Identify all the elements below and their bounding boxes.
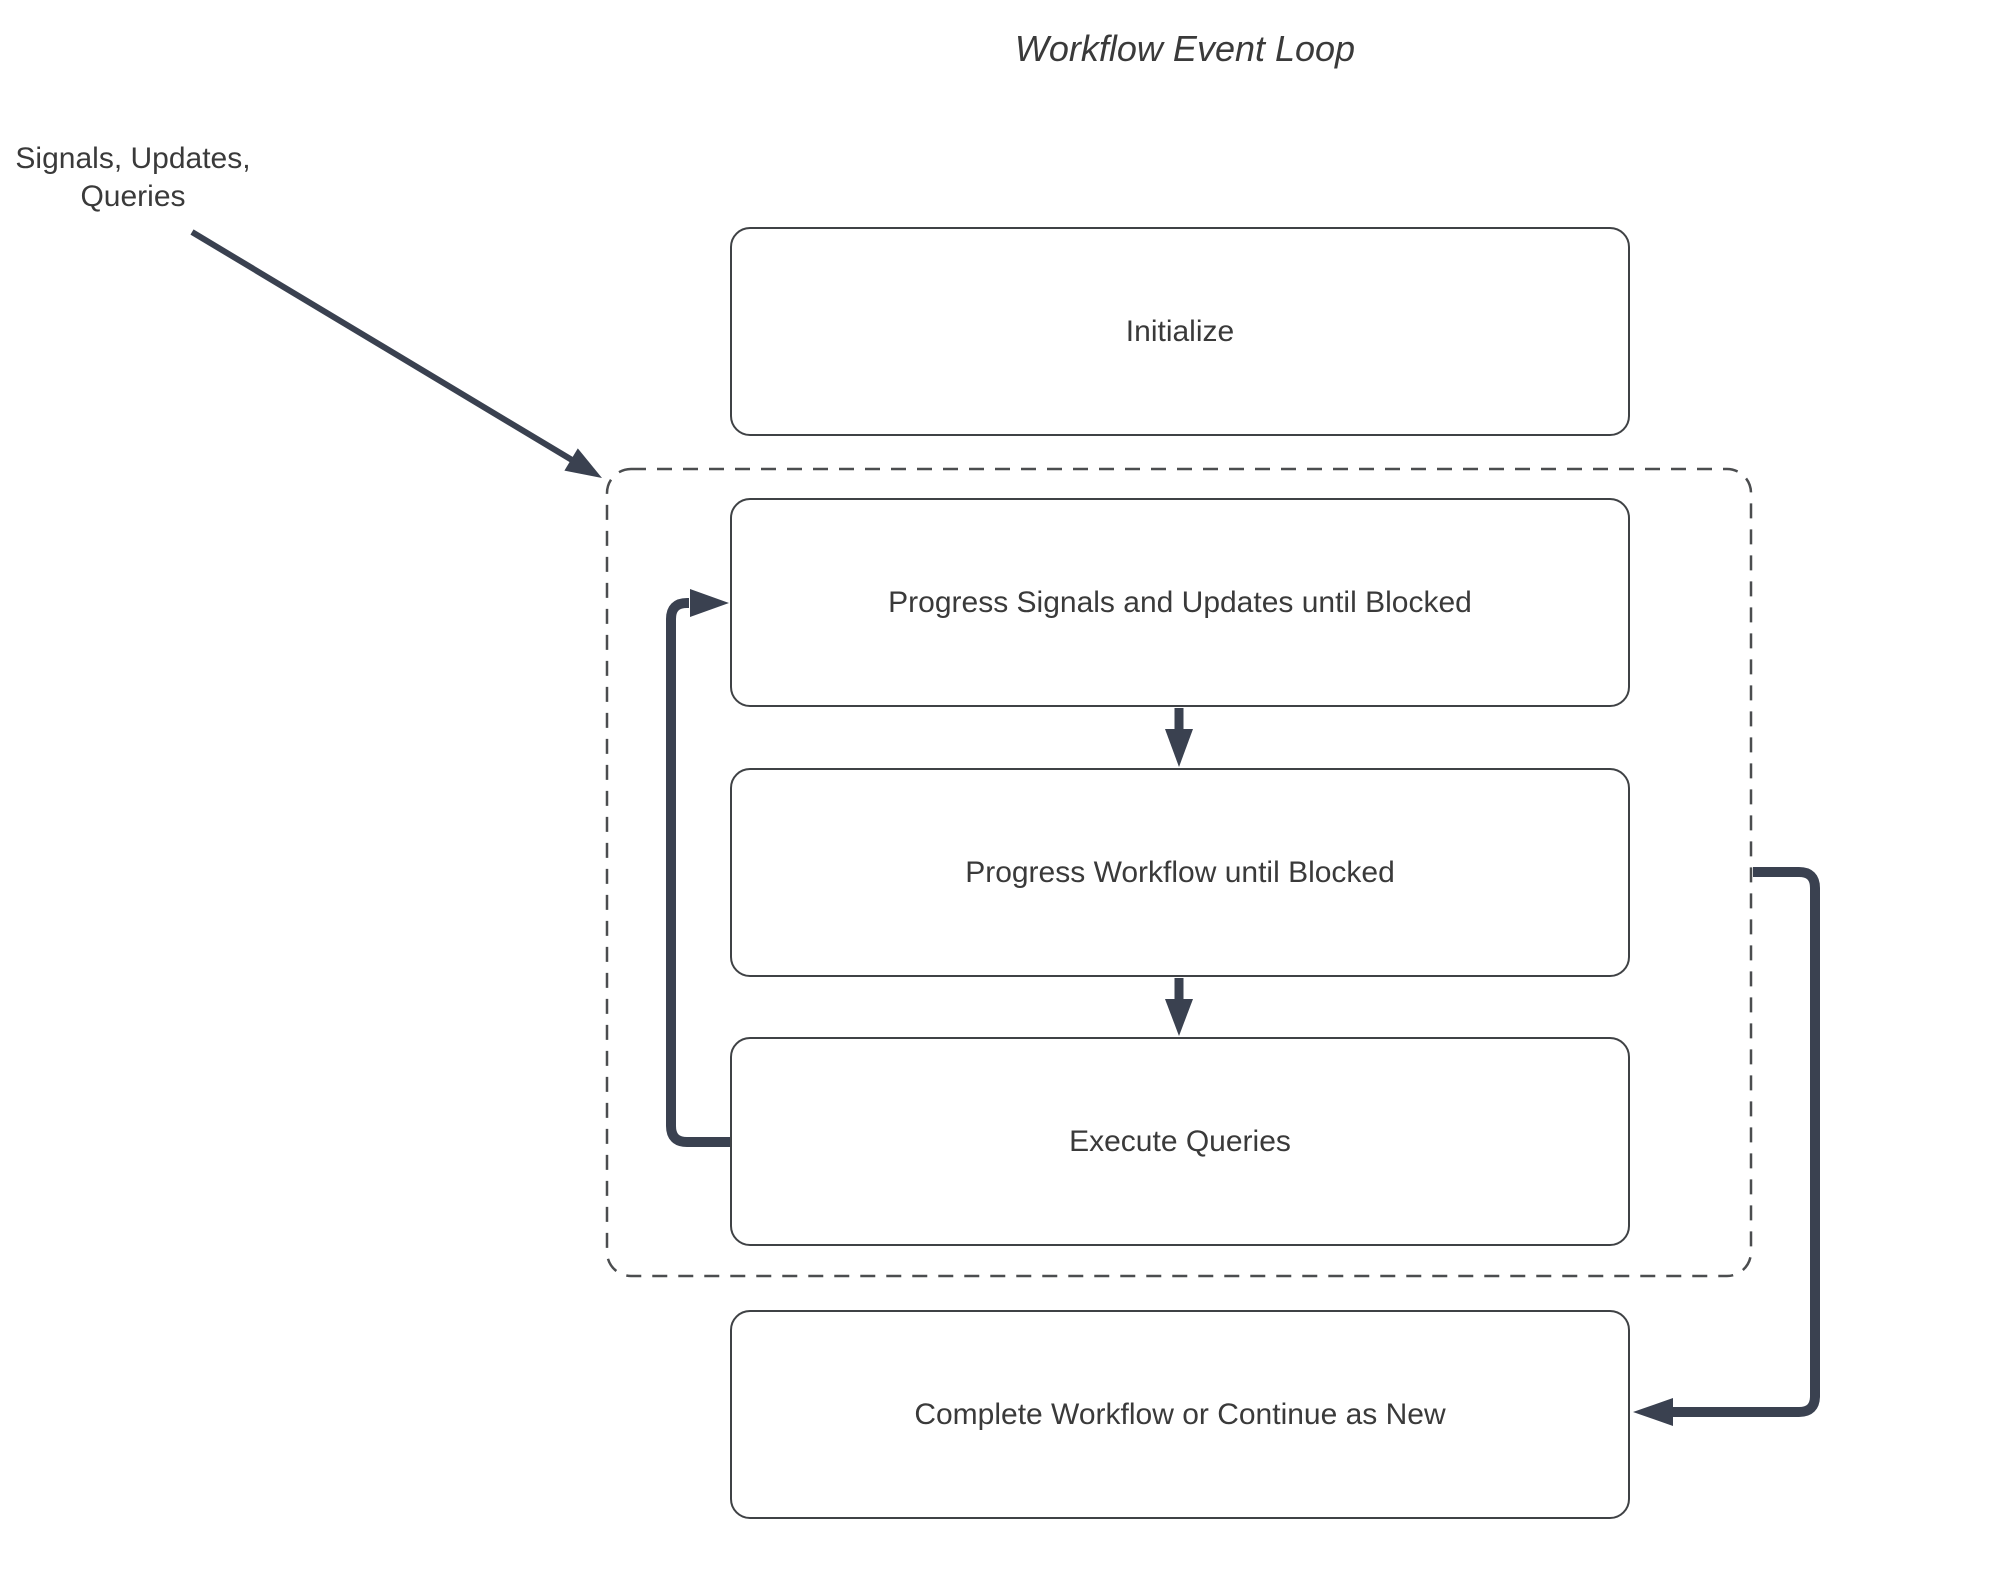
signals-input-arrow: [190, 229, 602, 478]
node-complete-workflow: Complete Workflow or Continue as New: [730, 1310, 1630, 1519]
signals-updates-queries-label-line2: Queries: [80, 180, 186, 213]
loop-back-arrow: [666, 589, 730, 1147]
node-initialize-label: Initialize: [1125, 314, 1235, 348]
down-arrow-workflow-to-queries: [1165, 978, 1193, 1036]
signals-updates-queries-label: Signals, Updates, Queries: [2, 140, 264, 216]
diagram-title: Workflow Event Loop: [1014, 28, 1356, 69]
node-progress-signals-and-updates: Progress Signals and Updates until Block…: [730, 498, 1630, 707]
node-complete-workflow-label: Complete Workflow or Continue as New: [914, 1397, 1446, 1431]
node-execute-queries-label: Execute Queries: [1069, 1124, 1291, 1158]
node-progress-signals-label: Progress Signals and Updates until Block…: [888, 585, 1472, 619]
continue-as-new-arrow: [1633, 867, 1820, 1426]
node-execute-queries: Execute Queries: [730, 1037, 1630, 1246]
signals-updates-queries-label-line1: Signals, Updates,: [15, 142, 251, 175]
node-progress-workflow: Progress Workflow until Blocked: [730, 768, 1630, 977]
down-arrow-signals-to-workflow: [1165, 708, 1193, 767]
node-initialize: Initialize: [730, 227, 1630, 436]
node-progress-workflow-label: Progress Workflow until Blocked: [965, 855, 1395, 889]
